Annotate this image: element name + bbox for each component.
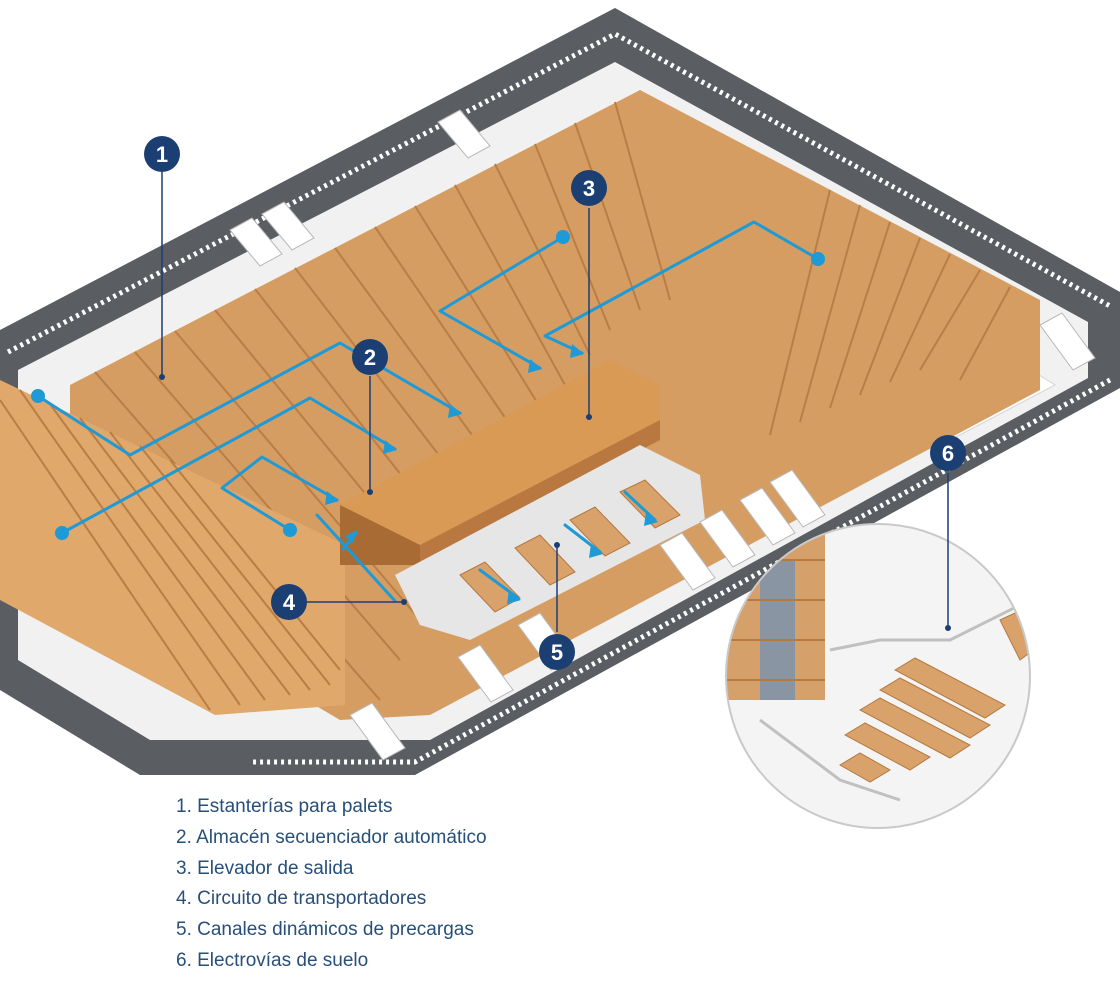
legend: 1. Estanterías para palets 2. Almacén se… [176, 792, 487, 977]
legend-item-outbound-lift: 3. Elevador de salida [176, 857, 354, 879]
truck-row [229, 109, 1096, 761]
callout-leaders [161, 172, 949, 632]
rack-block-front [0, 380, 345, 715]
callout-badge-2: 2 [352, 339, 388, 375]
road-markings-bottom [250, 377, 1112, 765]
legend-item-sequencer-warehouse: 2. Almacén secuenciador automático [176, 826, 487, 848]
svg-text:4: 4 [283, 590, 296, 615]
detail-inset [725, 523, 1031, 829]
callout-badge-4: 4 [271, 584, 307, 620]
callout-badge-1: 1 [144, 136, 180, 172]
callout-badge-5: 5 [539, 634, 575, 670]
callout-badge-3: 3 [571, 170, 607, 206]
svg-text:5: 5 [551, 640, 563, 665]
flow-arrows [36, 220, 820, 603]
sequencer-block [340, 360, 660, 565]
callout-badge-6: 6 [930, 435, 966, 471]
legend-item-preload-channels: 5. Canales dinámicos de precargas [176, 919, 474, 941]
svg-text:6: 6 [942, 441, 954, 466]
flow-arrowheads [325, 344, 658, 604]
legend-item-floor-electrified-monorail: 6. Electrovías de suelo [176, 949, 369, 971]
legend-item-pallet-racks: 1. Estanterías para palets [176, 796, 393, 817]
callout-anchors [159, 374, 951, 631]
svg-text:1: 1 [156, 142, 168, 167]
legend-item-conveyor-circuit: 4. Circuito de transportadores [176, 888, 427, 910]
svg-text:3: 3 [583, 176, 595, 201]
flow-start-dots [31, 230, 825, 540]
svg-text:2: 2 [364, 345, 376, 370]
